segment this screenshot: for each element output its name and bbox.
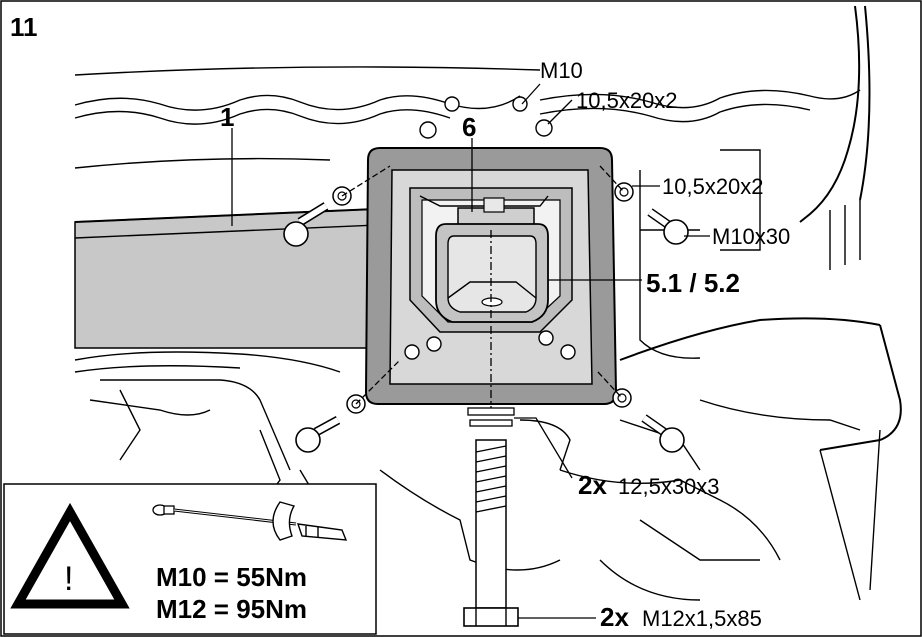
torque-m12: M12 = 95Nm [156,594,307,624]
leader-lines [231,83,710,619]
warning-triangle-icon: ! [10,502,130,609]
warning-glyph: ! [64,560,73,598]
crossbar-part-1 [74,207,401,349]
torque-wrench-icon [152,501,348,541]
label-part-6: 6 [462,112,476,142]
label-bolt-m10-top: M10 [540,58,583,83]
label-qty-washer-bottom: 2x [578,470,607,500]
label-bolt-m10x30: M10x30 [712,224,790,249]
bolt-m12 [463,439,519,627]
bolt-top-left [283,165,391,247]
bolt-bottom-right [597,371,685,453]
bolt-top-right [599,165,689,245]
label-washer-bottom: 12,5x30x3 [618,474,720,499]
label-part-1: 1 [220,102,234,132]
top-nuts [419,96,553,139]
torque-m10: M10 = 55Nm [156,562,307,592]
inner-nuts [404,330,576,360]
bolt-bottom-left [295,359,401,453]
label-qty-bolt-bottom: 2x [600,602,629,632]
bottom-washers [467,407,515,427]
hitch-mount-part-6 [457,197,535,227]
label-part-5: 5.1 / 5.2 [646,268,740,298]
label-washer-right: 10,5x20x2 [662,174,764,199]
label-washer-top: 10,5x20x2 [576,88,678,113]
receiver-part-5 [435,223,549,323]
label-bolt-bottom: M12x1,5x85 [642,606,762,631]
step-number: 11 [10,12,38,42]
torque-info-box: ! M10 = 55Nm M12 = 95Nm [3,483,377,635]
vehicle-body-outline [74,5,902,601]
